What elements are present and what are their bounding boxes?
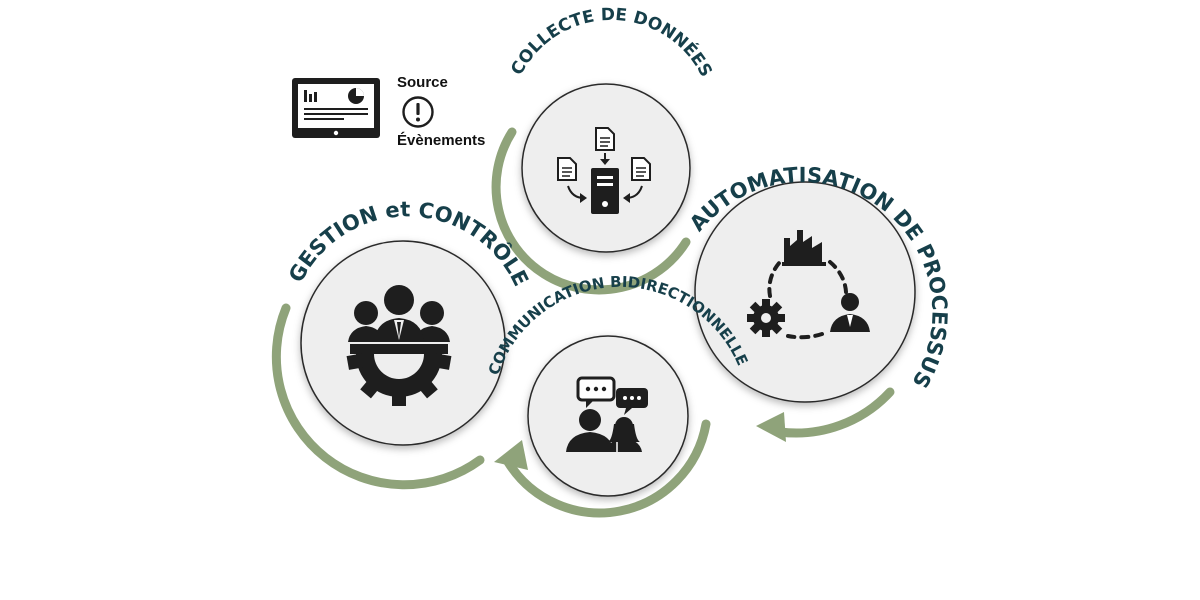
arrow-head-automatisation — [756, 412, 786, 442]
label-collecte: COLLECTE DE DONNÉES — [507, 5, 715, 81]
legend-source-label: Source — [397, 74, 448, 91]
arrow-head-communication — [494, 440, 528, 470]
cycle-arcs — [271, 127, 895, 518]
arc-automatisation — [775, 387, 895, 438]
circle-gestion — [300, 240, 506, 446]
data-collection-server-icon — [557, 127, 651, 214]
exclamation-circle-icon — [402, 96, 434, 128]
circle-automatisation — [694, 181, 916, 403]
dashboard-monitor-icon — [292, 78, 380, 138]
arc-gestion — [271, 303, 485, 490]
legend-events-label: Évènements — [397, 132, 486, 149]
two-people-chat-icon — [566, 376, 648, 452]
circle-communication — [527, 335, 689, 497]
management-gear-team-icon — [346, 285, 452, 406]
step-circles — [300, 83, 916, 497]
process-automation-cycle-icon — [747, 230, 870, 340]
arc-communication — [503, 419, 711, 518]
arc-collecte — [491, 127, 691, 295]
